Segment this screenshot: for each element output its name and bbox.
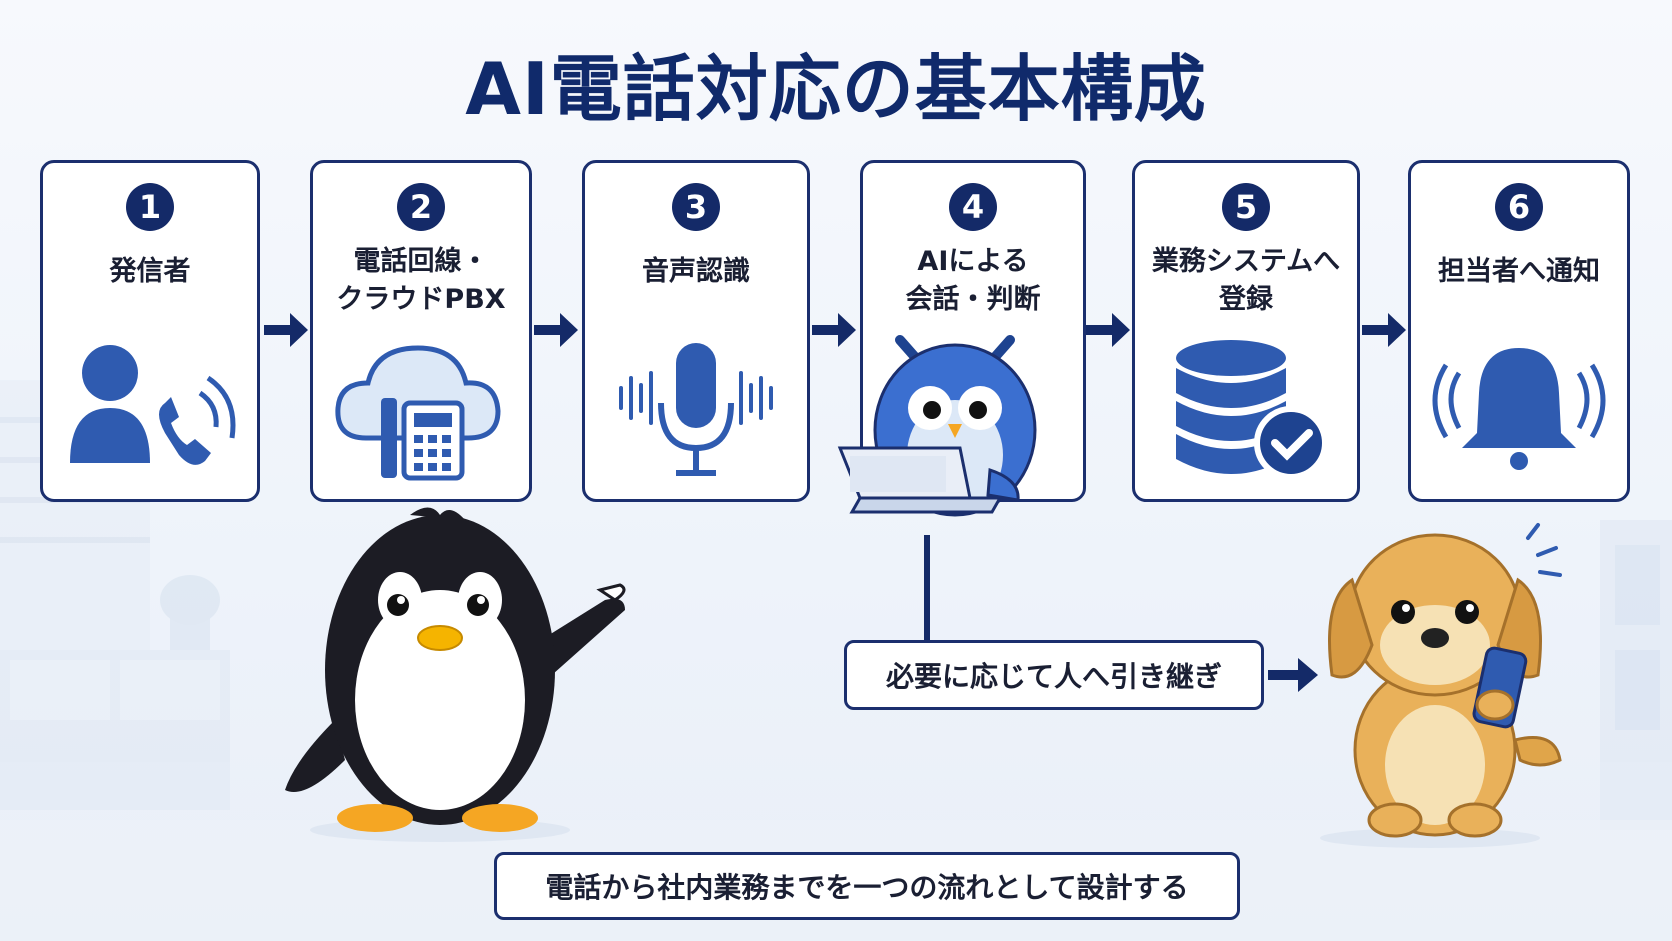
- step-1-card: 1 発信者: [40, 160, 260, 502]
- cloud-pbx-icon: [313, 313, 529, 503]
- step-3-card: 3 音声認識: [582, 160, 810, 502]
- step-label: 電話回線・ クラウドPBX: [336, 246, 506, 315]
- penguin-character: [285, 507, 626, 842]
- microphone-icon: [585, 313, 807, 503]
- bell-icon: [1411, 313, 1627, 503]
- step-number: 4: [949, 183, 997, 231]
- dog-character: [1320, 523, 1562, 848]
- step-label: 担当者へ通知: [1438, 256, 1600, 287]
- flow-arrow: [812, 313, 856, 347]
- page-title: AI電話対応の基本構成: [465, 47, 1207, 131]
- step-6-card: 6 担当者へ通知: [1408, 160, 1630, 502]
- handoff-box: 必要に応じて人へ引き継ぎ: [844, 640, 1264, 710]
- step-number: 3: [672, 183, 720, 231]
- step-number: 5: [1222, 183, 1270, 231]
- step-2-card: 2 電話回線・ クラウドPBX: [310, 160, 532, 502]
- flow-arrow: [264, 313, 308, 347]
- step-number: 6: [1495, 183, 1543, 231]
- flow-arrow: [1086, 313, 1130, 347]
- flow-arrow: [1362, 313, 1406, 347]
- step-label: 音声認識: [642, 256, 750, 287]
- person-phone-icon: [43, 313, 257, 503]
- database-check-icon: [1135, 313, 1357, 503]
- flow-arrow: [534, 313, 578, 347]
- handoff-arrow: [1268, 658, 1318, 692]
- handoff-connector: [924, 535, 930, 640]
- step-label: 発信者: [109, 256, 191, 287]
- step-label: AIによる 会話・判断: [905, 246, 1041, 315]
- owl-laptop-icon: [837, 335, 1037, 517]
- step-number: 2: [397, 183, 445, 231]
- step-number: 1: [126, 183, 174, 231]
- step-label: 業務システムへ 登録: [1151, 246, 1341, 315]
- footer-caption: 電話から社内業務までを一つの流れとして設計する: [494, 852, 1240, 920]
- step-5-card: 5 業務システムへ 登録: [1132, 160, 1360, 502]
